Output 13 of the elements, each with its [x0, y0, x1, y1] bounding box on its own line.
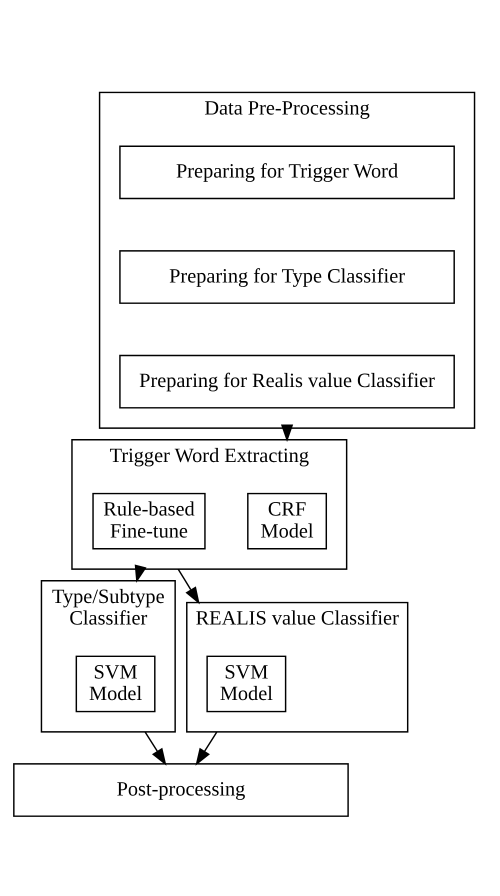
node-box: SVM Model [206, 655, 286, 712]
arrow [280, 424, 294, 442]
node-box: Post-processing [13, 762, 349, 816]
node-box: CRF Model [247, 492, 328, 549]
node-box: SVM Model [76, 655, 156, 712]
arrow [195, 731, 218, 766]
arrow [144, 731, 166, 766]
arrow [178, 568, 200, 604]
node-box: Preparing for Trigger Word [119, 144, 455, 199]
node-box: Preparing for Type Classifier [119, 250, 455, 304]
node-box: Preparing for Realis value Classifier [119, 354, 455, 408]
node-box: Rule-based Fine-tune [92, 492, 206, 549]
arrow [134, 564, 147, 582]
